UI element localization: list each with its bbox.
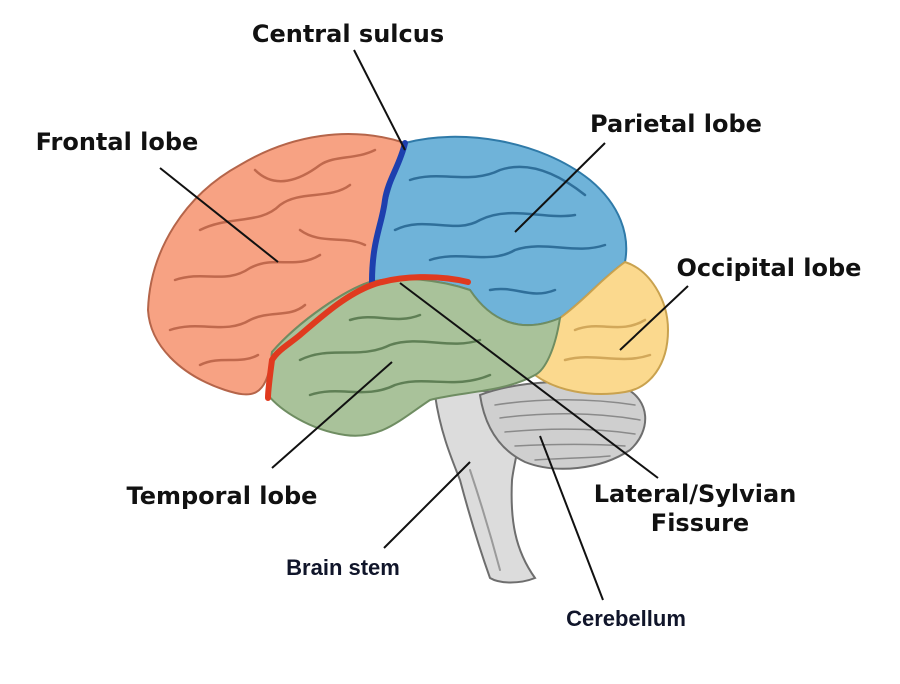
frontal-lobe-leader [159, 167, 279, 263]
occipital-lobe-region [533, 260, 670, 395]
occipital-lobe-leader [619, 285, 689, 351]
parietal-lobe-label: Parietal lobe [590, 110, 762, 138]
brain-stem-leader [383, 461, 471, 549]
lateral-fissure-leader [399, 282, 659, 479]
brain-stem-label: Brain stem [286, 555, 400, 580]
lateral-fissure-label-line2: Fissure [651, 509, 749, 537]
central-sulcus-label: Central sulcus [252, 20, 444, 48]
temporal-lobe-region [266, 277, 562, 437]
temporal-lobe-leader [271, 361, 393, 469]
lateral-fissure-line [265, 274, 471, 401]
central-sulcus-line [369, 140, 408, 285]
frontal-lobe-label: Frontal lobe [36, 128, 199, 156]
cerebellum-leader [539, 435, 604, 601]
parietal-lobe-leader [514, 142, 606, 233]
central-sulcus-leader [353, 49, 406, 151]
cerebellum-label: Cerebellum [566, 606, 686, 631]
lateral-fissure-label-line1: Lateral/Sylvian [594, 480, 797, 508]
occipital-lobe-label: Occipital lobe [677, 254, 862, 282]
temporal-lobe-label: Temporal lobe [127, 482, 318, 510]
